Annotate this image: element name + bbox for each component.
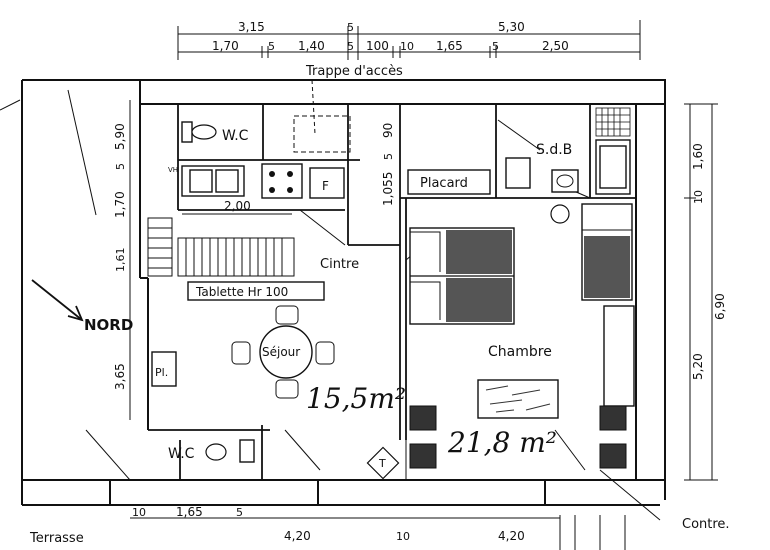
tablette-hatching	[177, 237, 295, 277]
sdb-label: S.d.B	[536, 142, 572, 158]
dim-inner-1055: 1,055	[381, 172, 395, 206]
placard-box	[407, 169, 491, 195]
trappe-arrow	[311, 79, 316, 135]
dim-bottom-10b: 10	[396, 530, 410, 543]
dim-bottom-420a: 4,20	[284, 529, 311, 543]
contre-label: Contre.	[682, 517, 730, 532]
kitchen-counter	[181, 163, 345, 199]
dim-top-5a: 5	[347, 21, 354, 34]
dim-top-165: 1,65	[436, 39, 463, 53]
single-bed	[581, 203, 633, 301]
top-dimension-lines	[177, 20, 641, 60]
dining-table	[231, 305, 335, 399]
vh-label-kitchen: VH	[168, 166, 178, 174]
dim-right-10: 10	[692, 190, 705, 204]
cintre-label: Cintre	[320, 257, 359, 272]
dim-top-5b: 5	[268, 40, 275, 53]
pl-closet	[151, 351, 177, 387]
wc-top-label: W.C	[222, 128, 249, 144]
t-label: T	[378, 457, 386, 470]
dim-top-315: 3,15	[238, 20, 265, 34]
dim-top-5d: 5	[492, 40, 499, 53]
north-arrow-icon	[31, 279, 84, 322]
trappe-hatch	[293, 115, 351, 153]
dim-bottom-10a: 10	[132, 506, 146, 519]
interior-walls	[148, 104, 636, 480]
dim-inner-5: 5	[382, 153, 395, 160]
wc-toilet-top	[181, 121, 217, 143]
wc-toilet-bottom	[205, 439, 255, 463]
tablette-label: Tablette Hr 100	[195, 285, 288, 299]
pl-label: Pl.	[155, 366, 168, 379]
outer-walls	[21, 79, 666, 506]
wc-bottom-label: W.C	[168, 446, 195, 462]
sejour-area: 15,5m²	[306, 382, 406, 415]
dim-left-5: 5	[114, 163, 127, 170]
dim-top-250: 2,50	[542, 39, 569, 53]
dim-top-10: 10	[400, 40, 414, 53]
nord-label: NORD	[84, 316, 133, 334]
chambre-area: 21,8 m²	[447, 426, 557, 459]
chambre-rug	[477, 379, 559, 419]
dim-inner-90: 90	[381, 123, 395, 138]
chambre-chair	[550, 204, 570, 224]
trappe-label: Trappe d'accès	[305, 64, 403, 79]
dim-left-365: 3,65	[113, 363, 127, 390]
stair-steps	[147, 217, 173, 277]
chambre-armchairs	[409, 405, 627, 469]
dim-right-690: 6,90	[713, 293, 727, 320]
tablette-label-box	[187, 281, 325, 301]
terrace-lines	[0, 89, 626, 550]
chambre-label: Chambre	[488, 344, 552, 360]
t-marker	[366, 446, 400, 480]
dim-bottom-5: 5	[236, 506, 243, 519]
dim-right-520: 5,20	[691, 353, 705, 380]
bathroom-fixtures	[505, 107, 631, 195]
fridge-label: F	[322, 179, 329, 193]
right-dim-lines	[684, 103, 718, 481]
dim-left-161: 1,61	[114, 248, 127, 273]
sejour-label: Séjour	[262, 345, 300, 359]
dim-left-170: 1,70	[113, 191, 127, 218]
placard-label: Placard	[420, 176, 468, 191]
dim-left-590: 5,90	[113, 123, 127, 150]
dim-top-530: 5,30	[498, 20, 525, 34]
dim-top-170: 1,70	[212, 39, 239, 53]
double-bed	[409, 227, 515, 325]
dim-bottom-165: 1,65	[176, 505, 203, 519]
dim-bottom-420b: 4,20	[498, 529, 525, 543]
dim-top-100: 100	[366, 39, 389, 53]
kitchen-dim: 2,00	[224, 199, 251, 213]
terrasse-label: Terrasse	[29, 531, 84, 546]
chambre-wardrobe	[603, 305, 635, 407]
dim-top-5c: 5	[347, 40, 354, 53]
dim-right-160: 1,60	[691, 143, 705, 170]
dim-top-140: 1,40	[298, 39, 325, 53]
rug-pattern	[485, 385, 551, 413]
